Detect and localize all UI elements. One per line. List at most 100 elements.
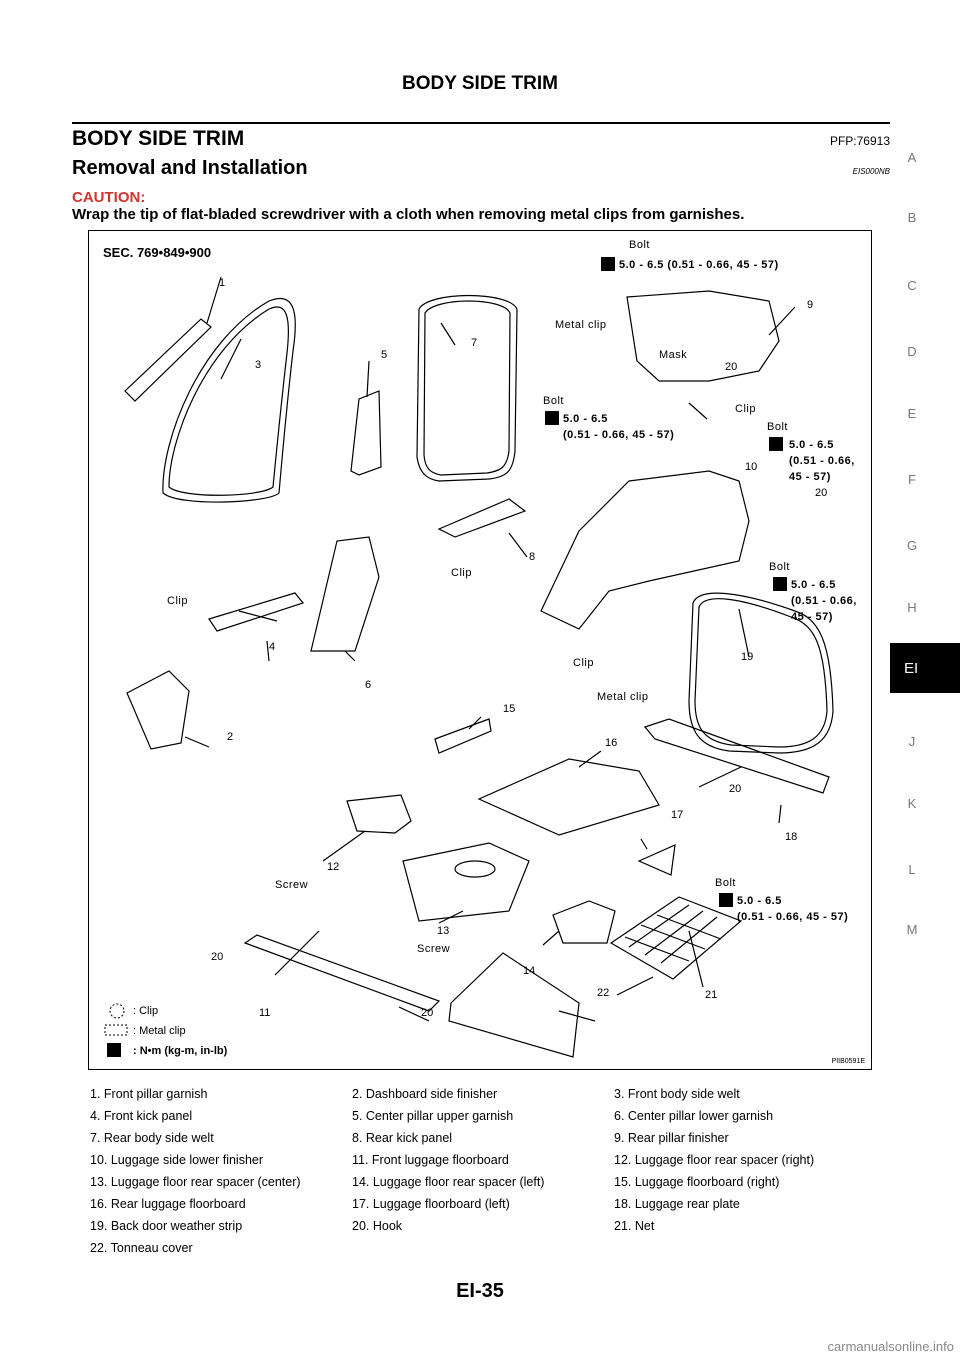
label-clip-1: Clip <box>735 403 756 415</box>
tab-a[interactable]: A <box>907 150 917 165</box>
rear-kick-panel-shape <box>437 498 527 538</box>
caution-text: Wrap the tip of flat-bladed screwdriver … <box>72 206 745 223</box>
subsection-code: EIS000NB <box>852 167 890 176</box>
part-item: 16. Rear luggage floorboard <box>90 1197 246 1211</box>
torque-icon-1 <box>601 257 615 271</box>
label-clip-4: Clip <box>573 657 594 669</box>
center-pillar-lower-garnish-shape <box>310 536 380 652</box>
part-item: 12. Luggage floor rear spacer (right) <box>614 1153 815 1167</box>
tab-f[interactable]: F <box>908 472 916 487</box>
front-luggage-floorboard-shape <box>243 934 441 1012</box>
part-item: 22. Tonneau cover <box>90 1241 193 1255</box>
callout-11: 11 <box>259 1007 271 1019</box>
figure-code: PIIB0591E <box>831 1058 865 1065</box>
parts-row: 13. Luggage floor rear spacer (center) 1… <box>90 1171 880 1193</box>
label-bolt-1: Bolt <box>629 239 650 251</box>
legend-clip-marker <box>109 1003 125 1019</box>
label-metal-clip-2: Metal clip <box>597 691 649 703</box>
watermark-link[interactable]: carmanualsonline.info <box>827 1339 954 1354</box>
part-item <box>352 1237 614 1259</box>
part-item: 3. Front body side welt <box>614 1087 740 1101</box>
parts-row: 7. Rear body side welt 8. Rear kick pane… <box>90 1127 880 1149</box>
legend-clip: : Clip <box>133 1005 159 1017</box>
callout-17: 17 <box>671 809 684 821</box>
torque-value-5: 5.0 - 6.5 (0.51 - 0.66, 45 - 57) <box>737 895 849 923</box>
part-item: 11. Front luggage floorboard <box>352 1153 509 1167</box>
part-item: 17. Luggage floorboard (left) <box>352 1197 510 1211</box>
tab-c[interactable]: C <box>907 278 917 293</box>
back-door-weather-strip-shape <box>688 592 834 754</box>
callout-20-b: 20 <box>815 487 828 499</box>
center-pillar-upper-garnish-shape <box>350 390 382 476</box>
parts-row: 22. Tonneau cover <box>90 1237 880 1259</box>
torque-value-3: 5.0 - 6.5 (0.51 - 0.66, 45 - 57) <box>789 439 855 483</box>
tab-m[interactable]: M <box>906 922 918 937</box>
label-mask: Mask <box>659 349 688 361</box>
part-item: 13. Luggage floor rear spacer (center) <box>90 1175 301 1189</box>
tab-g[interactable]: G <box>906 538 918 553</box>
front-kick-panel-shape <box>208 592 305 632</box>
torque-icon-2 <box>545 411 559 425</box>
callout-15: 15 <box>503 703 516 715</box>
caution-label: CAUTION: <box>72 189 146 206</box>
luggage-rear-plate-shape <box>643 718 830 794</box>
callout-12: 12 <box>327 861 340 873</box>
callout-5: 5 <box>381 349 388 361</box>
callout-20-d: 20 <box>211 951 224 963</box>
torque-icon-3 <box>769 437 783 451</box>
label-bolt-5: Bolt <box>715 877 736 889</box>
callout-10: 10 <box>745 461 758 473</box>
legend-metal-clip: : Metal clip <box>133 1025 186 1037</box>
tab-h[interactable]: H <box>907 600 917 615</box>
pfp-code: PFP:76913 <box>829 134 890 148</box>
tab-e[interactable]: E <box>907 406 917 421</box>
label-metal-clip-1: Metal clip <box>555 319 607 331</box>
callout-14: 14 <box>523 965 536 977</box>
part-item: 7. Rear body side welt <box>90 1131 214 1145</box>
label-bolt-2: Bolt <box>543 395 564 407</box>
part-item: 21. Net <box>614 1219 655 1233</box>
part-item: 15. Luggage floorboard (right) <box>614 1175 780 1189</box>
section-title: BODY SIDE TRIM <box>72 127 245 150</box>
torque-icon-4 <box>773 577 787 591</box>
part-item: 20. Hook <box>352 1219 403 1233</box>
part-item: 2. Dashboard side finisher <box>352 1087 498 1101</box>
part-item: 10. Luggage side lower finisher <box>90 1153 264 1167</box>
label-screw-1: Screw <box>275 879 309 891</box>
part-item: 18. Luggage rear plate <box>614 1197 740 1211</box>
label-bolt-3: Bolt <box>767 421 788 433</box>
callout-21: 21 <box>705 989 718 1001</box>
part-item: 9. Rear pillar finisher <box>614 1131 729 1145</box>
torque-value-2: 5.0 - 6.5 (0.51 - 0.66, 45 - 57) <box>563 413 675 441</box>
tab-ei-active[interactable]: EI <box>890 643 960 693</box>
rear-body-side-welt-shape <box>416 295 518 482</box>
front-body-side-welt-shape <box>162 297 296 503</box>
tab-j[interactable]: J <box>908 734 916 749</box>
parts-list: 1. Front pillar garnish 2. Dashboard sid… <box>90 1083 880 1259</box>
part-item: 8. Rear kick panel <box>352 1131 453 1145</box>
legend-metal-clip-marker <box>104 1024 128 1036</box>
legend-torque-icon <box>107 1043 121 1057</box>
label-clip-2: Clip <box>451 567 472 579</box>
part-item: 19. Back door weather strip <box>90 1219 243 1233</box>
section-index-tabs: A B C D E F G H EI J K L M <box>890 0 960 1358</box>
torque-icon-5 <box>719 893 733 907</box>
page-header-title: BODY SIDE TRIM <box>402 73 558 94</box>
section-reference: SEC. 769•849•900 <box>103 245 212 260</box>
tab-d[interactable]: D <box>907 344 917 359</box>
part-item: 1. Front pillar garnish <box>90 1087 208 1101</box>
net-shape <box>609 896 743 980</box>
tab-l[interactable]: L <box>908 862 916 877</box>
part-item: 5. Center pillar upper garnish <box>352 1109 514 1123</box>
header-rule <box>72 122 890 124</box>
label-bolt-4: Bolt <box>769 561 790 573</box>
callout-2: 2 <box>227 731 234 743</box>
parts-row: 4. Front kick panel 5. Center pillar upp… <box>90 1105 880 1127</box>
tab-b[interactable]: B <box>907 210 917 225</box>
part-item: 6. Center pillar lower garnish <box>614 1109 774 1123</box>
callout-1: 1 <box>219 277 226 289</box>
torque-value-1: 5.0 - 6.5 (0.51 - 0.66, 45 - 57) <box>619 259 779 271</box>
part-item <box>614 1237 876 1259</box>
tab-k[interactable]: K <box>907 796 917 811</box>
part-item: 14. Luggage floor rear spacer (left) <box>352 1175 545 1189</box>
